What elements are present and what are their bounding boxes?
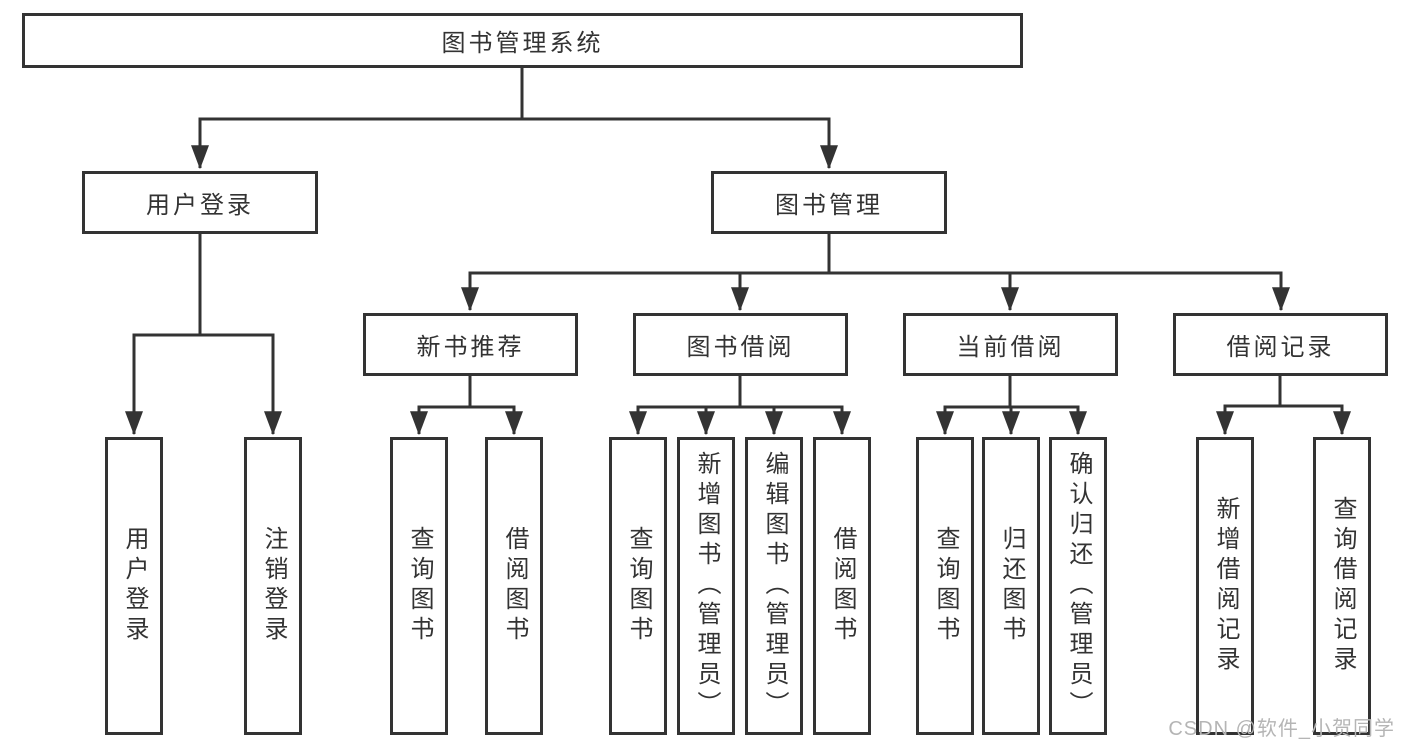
leaf-add-borrow-record: 新增借阅记录 <box>1196 437 1254 735</box>
node-book-management: 图书管理 <box>711 171 947 234</box>
node-label: 用户登录 <box>146 192 254 219</box>
csdn-watermark: CSDN @软件_小贺同学 <box>1168 718 1395 740</box>
leaf-query-books-borrowing: 查询图书 <box>609 437 667 735</box>
leaf-label: 新增借阅记录 <box>1212 496 1239 676</box>
leaf-add-book-admin: 新增图书（管理员） <box>677 437 735 735</box>
leaf-label: 借阅图书 <box>829 526 856 646</box>
leaf-label: 查询图书 <box>406 526 433 646</box>
leaf-borrow-books-recommend: 借阅图书 <box>485 437 543 735</box>
leaf-label: 注销登录 <box>260 526 287 646</box>
leaf-label: 借阅图书 <box>501 526 528 646</box>
node-book-borrowing: 图书借阅 <box>633 313 848 376</box>
node-borrowing-records: 借阅记录 <box>1173 313 1388 376</box>
node-label: 新书推荐 <box>416 334 525 361</box>
node-label: 图书管理系统 <box>441 30 604 57</box>
leaf-logout: 注销登录 <box>244 437 302 735</box>
leaf-label: 编辑图书（管理员） <box>761 451 788 721</box>
leaf-edit-book-admin: 编辑图书（管理员） <box>745 437 803 735</box>
connector-lines <box>125 68 1351 436</box>
leaf-label: 用户登录 <box>121 526 148 646</box>
leaf-user-login: 用户登录 <box>105 437 163 735</box>
leaf-label: 确认归还（管理员） <box>1065 451 1092 721</box>
leaf-label: 归还图书 <box>998 526 1025 646</box>
leaf-label: 查询图书 <box>932 526 959 646</box>
leaf-query-books-current: 查询图书 <box>916 437 974 735</box>
node-new-book-recommend: 新书推荐 <box>363 313 578 376</box>
node-user-login: 用户登录 <box>82 171 318 234</box>
leaf-label: 新增图书（管理员） <box>693 451 720 721</box>
leaf-label: 查询借阅记录 <box>1329 496 1356 676</box>
node-label: 图书借阅 <box>686 334 795 361</box>
leaf-query-borrow-record: 查询借阅记录 <box>1313 437 1371 735</box>
node-current-borrowing: 当前借阅 <box>903 313 1118 376</box>
leaf-query-books-recommend: 查询图书 <box>390 437 448 735</box>
node-label: 借阅记录 <box>1226 334 1335 361</box>
leaf-return-books: 归还图书 <box>982 437 1040 735</box>
node-label: 图书管理 <box>775 192 883 219</box>
leaf-borrow-books-borrowing: 借阅图书 <box>813 437 871 735</box>
node-label: 当前借阅 <box>956 334 1065 361</box>
leaf-label: 查询图书 <box>625 526 652 646</box>
node-library-management-system: 图书管理系统 <box>22 13 1023 68</box>
leaf-confirm-return-admin: 确认归还（管理员） <box>1049 437 1107 735</box>
